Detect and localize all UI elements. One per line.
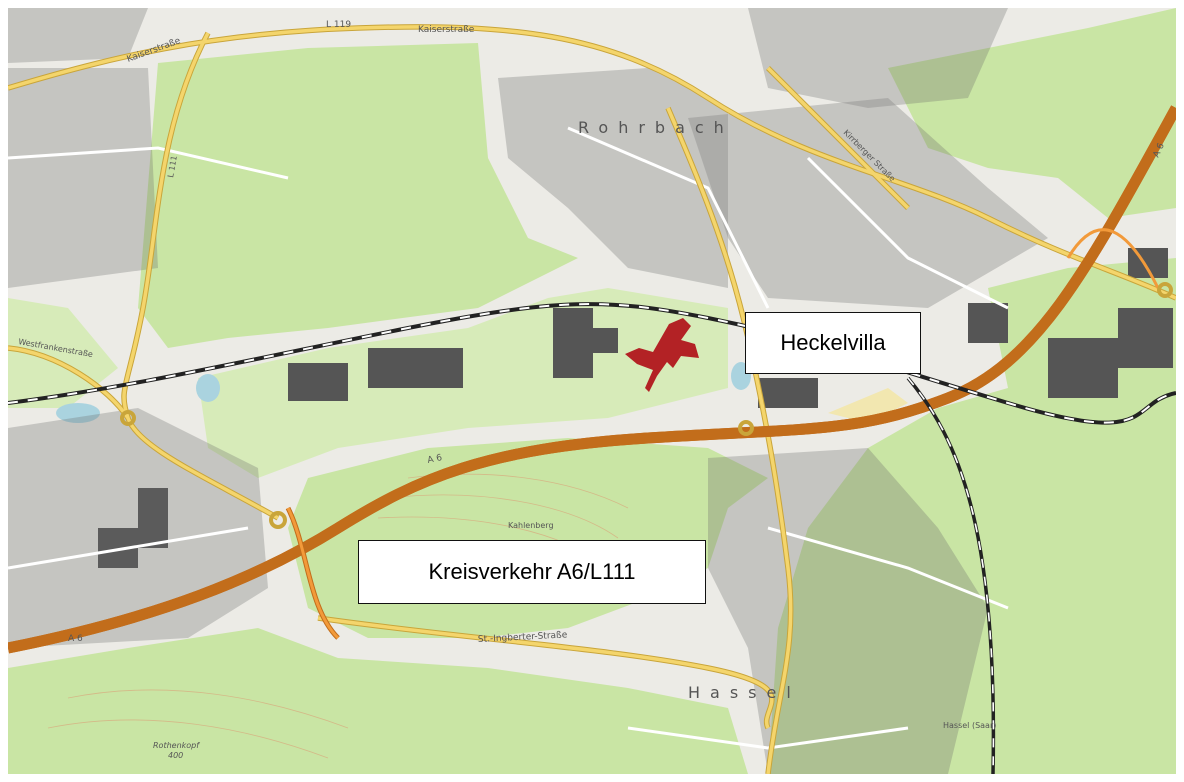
label-town-rohrbach: Rohrbach (578, 118, 734, 137)
label-l119: L 119 (326, 20, 351, 30)
map-canvas[interactable]: L 119 Kaiserstraße Kaiserstraße A 6 A 6 … (8, 8, 1176, 774)
label-l111-north: L 111 (166, 155, 179, 179)
label-kahlenberg: Kahlenberg (508, 521, 554, 530)
motorway-a6 (8, 108, 1176, 648)
location-pin-icon[interactable] (625, 318, 699, 392)
label-town-hassel: Hassel (688, 683, 801, 702)
label-hassel-saar: Hassel (Saar) (943, 721, 996, 730)
callout-heckelvilla: Heckelvilla (745, 312, 921, 374)
label-rothenkopf-elevation: 400 (168, 751, 183, 760)
label-kaiserstrasse-east: Kaiserstraße (418, 25, 475, 35)
label-st-ingberter-strasse: St.-Ingberter-Straße (478, 630, 568, 645)
callout-kreisverkehr: Kreisverkehr A6/L111 (358, 540, 706, 604)
map-view[interactable]: L 119 Kaiserstraße Kaiserstraße A 6 A 6 … (8, 8, 1176, 774)
label-a6-center: A 6 (427, 453, 444, 466)
label-a6-west: A 6 (68, 634, 83, 644)
label-rothenkopf: Rothenkopf (153, 741, 200, 750)
buildings (98, 248, 1173, 568)
water-bodies (56, 362, 751, 423)
railway (8, 302, 1176, 774)
roundabouts (120, 282, 1173, 529)
sand-area (828, 388, 908, 423)
minor-roads (8, 126, 1009, 750)
